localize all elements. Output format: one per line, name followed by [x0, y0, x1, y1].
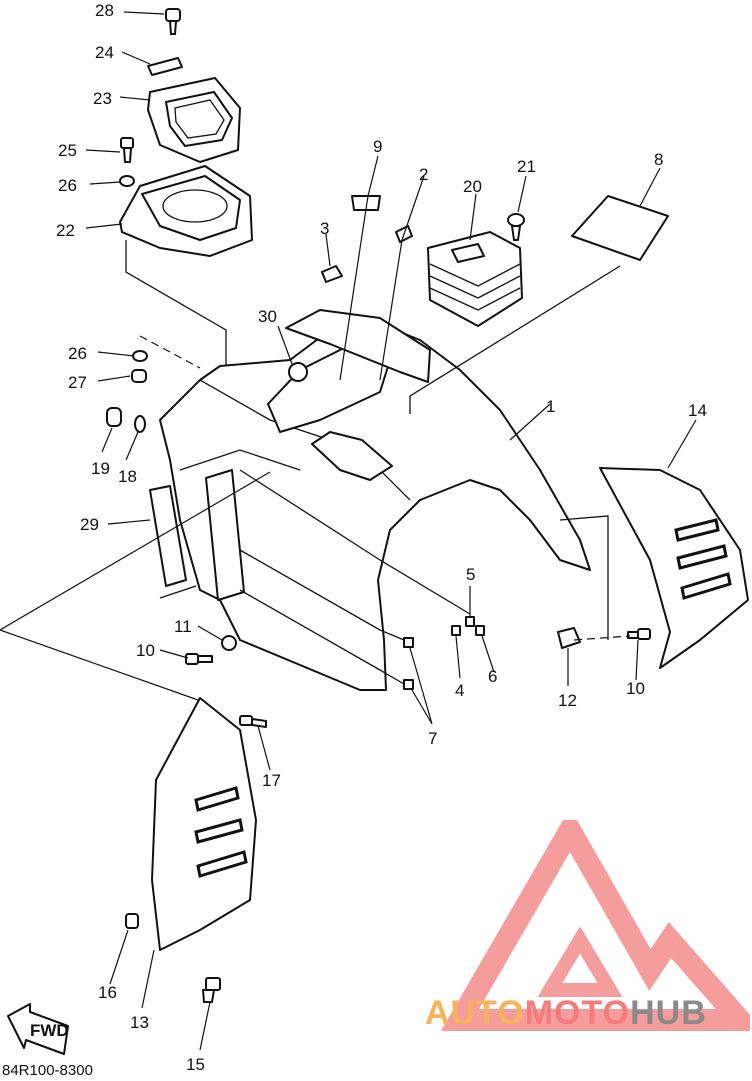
callout-13: 13: [130, 1013, 149, 1032]
callout-11: 11: [174, 617, 192, 636]
part-7-clip-a: [403, 637, 414, 648]
callout-10-left: 10: [136, 641, 155, 660]
automotohub-logo-icon: [440, 820, 750, 1031]
part-10-bolt-right: [627, 628, 651, 640]
part-22-holder: [119, 165, 253, 257]
callout-5: 5: [466, 565, 475, 584]
callout-2: 2: [419, 165, 428, 184]
fwd-label: FWD: [30, 1021, 69, 1040]
part-17-bolt: [239, 715, 267, 728]
part-23-lid: [147, 77, 241, 163]
part-4-clip: [451, 625, 461, 636]
part-19-grommet: [106, 407, 122, 427]
callout-1: 1: [546, 397, 555, 416]
drawing-code: 84R100-8300: [2, 1062, 93, 1079]
part-11-collar: [221, 635, 237, 651]
callout-9: 9: [373, 137, 382, 156]
callout-labels: 28 24 23 25 26 22 9 2 20 21 8 3 30 26 27…: [56, 1, 707, 1074]
callout-24: 24: [95, 43, 114, 62]
callout-26: 26: [58, 176, 77, 195]
part-6-clip: [475, 625, 485, 636]
part-18-washer: [134, 415, 146, 433]
leader-lines: [0, 11, 697, 1051]
callout-21: 21: [517, 157, 536, 176]
watermark-hub: HUB: [630, 994, 707, 1032]
callout-20: 20: [463, 177, 482, 196]
part-24-plate: [147, 57, 183, 76]
part-7-clip-b: [403, 679, 414, 690]
callout-6: 6: [488, 667, 497, 686]
callout-25: 25: [58, 141, 77, 160]
part-1-front-fender: [159, 309, 591, 691]
callout-30: 30: [258, 307, 277, 326]
part-9-pad: [351, 195, 381, 211]
part-29-bracket: [149, 485, 187, 587]
callout-16: 16: [98, 983, 117, 1002]
callout-7: 7: [428, 729, 437, 748]
callout-14: 14: [688, 401, 707, 420]
part-16-grommet: [125, 913, 139, 929]
part-8-label: [571, 195, 669, 261]
callout-23: 23: [93, 89, 112, 108]
part-12-nut-plate: [557, 627, 581, 649]
part-5-clip: [465, 616, 475, 627]
part-20-cover: [427, 231, 523, 327]
callout-8: 8: [654, 150, 663, 169]
callout-17: 17: [262, 771, 281, 790]
callout-15: 15: [186, 1055, 205, 1074]
part-25-bolt: [120, 137, 134, 163]
callout-18: 18: [118, 467, 137, 486]
watermark-auto: AUTO: [425, 994, 525, 1032]
callout-28: 28: [95, 1, 114, 20]
part-3-pad: [321, 265, 343, 283]
callout-4: 4: [455, 681, 464, 700]
part-21-rivet: [507, 213, 525, 241]
callout-26b: 26: [68, 344, 87, 363]
callout-27: 27: [68, 373, 87, 392]
part-27-nut: [131, 369, 147, 383]
part-28-screw: [165, 8, 181, 35]
assembly-lines: [125, 240, 631, 685]
watermark-moto: MOTO: [524, 994, 631, 1032]
callout-19: 19: [91, 459, 110, 478]
part-26-washer: [119, 175, 135, 187]
part-10-bolt-left: [185, 653, 213, 665]
part-15-bolt: [202, 977, 221, 1003]
fwd-arrow-icon: FWD: [7, 1003, 69, 1055]
callout-29: 29: [80, 515, 99, 534]
part-13-left-cover: [151, 697, 257, 951]
callout-22: 22: [56, 221, 75, 240]
watermark-text: AUTOMOTOHUB: [425, 994, 707, 1033]
callout-10-right: 10: [626, 679, 645, 698]
callout-3: 3: [320, 219, 329, 238]
callout-12: 12: [558, 691, 577, 710]
part-26-washer-lower: [132, 350, 148, 362]
part-14-right-cover: [599, 467, 749, 669]
